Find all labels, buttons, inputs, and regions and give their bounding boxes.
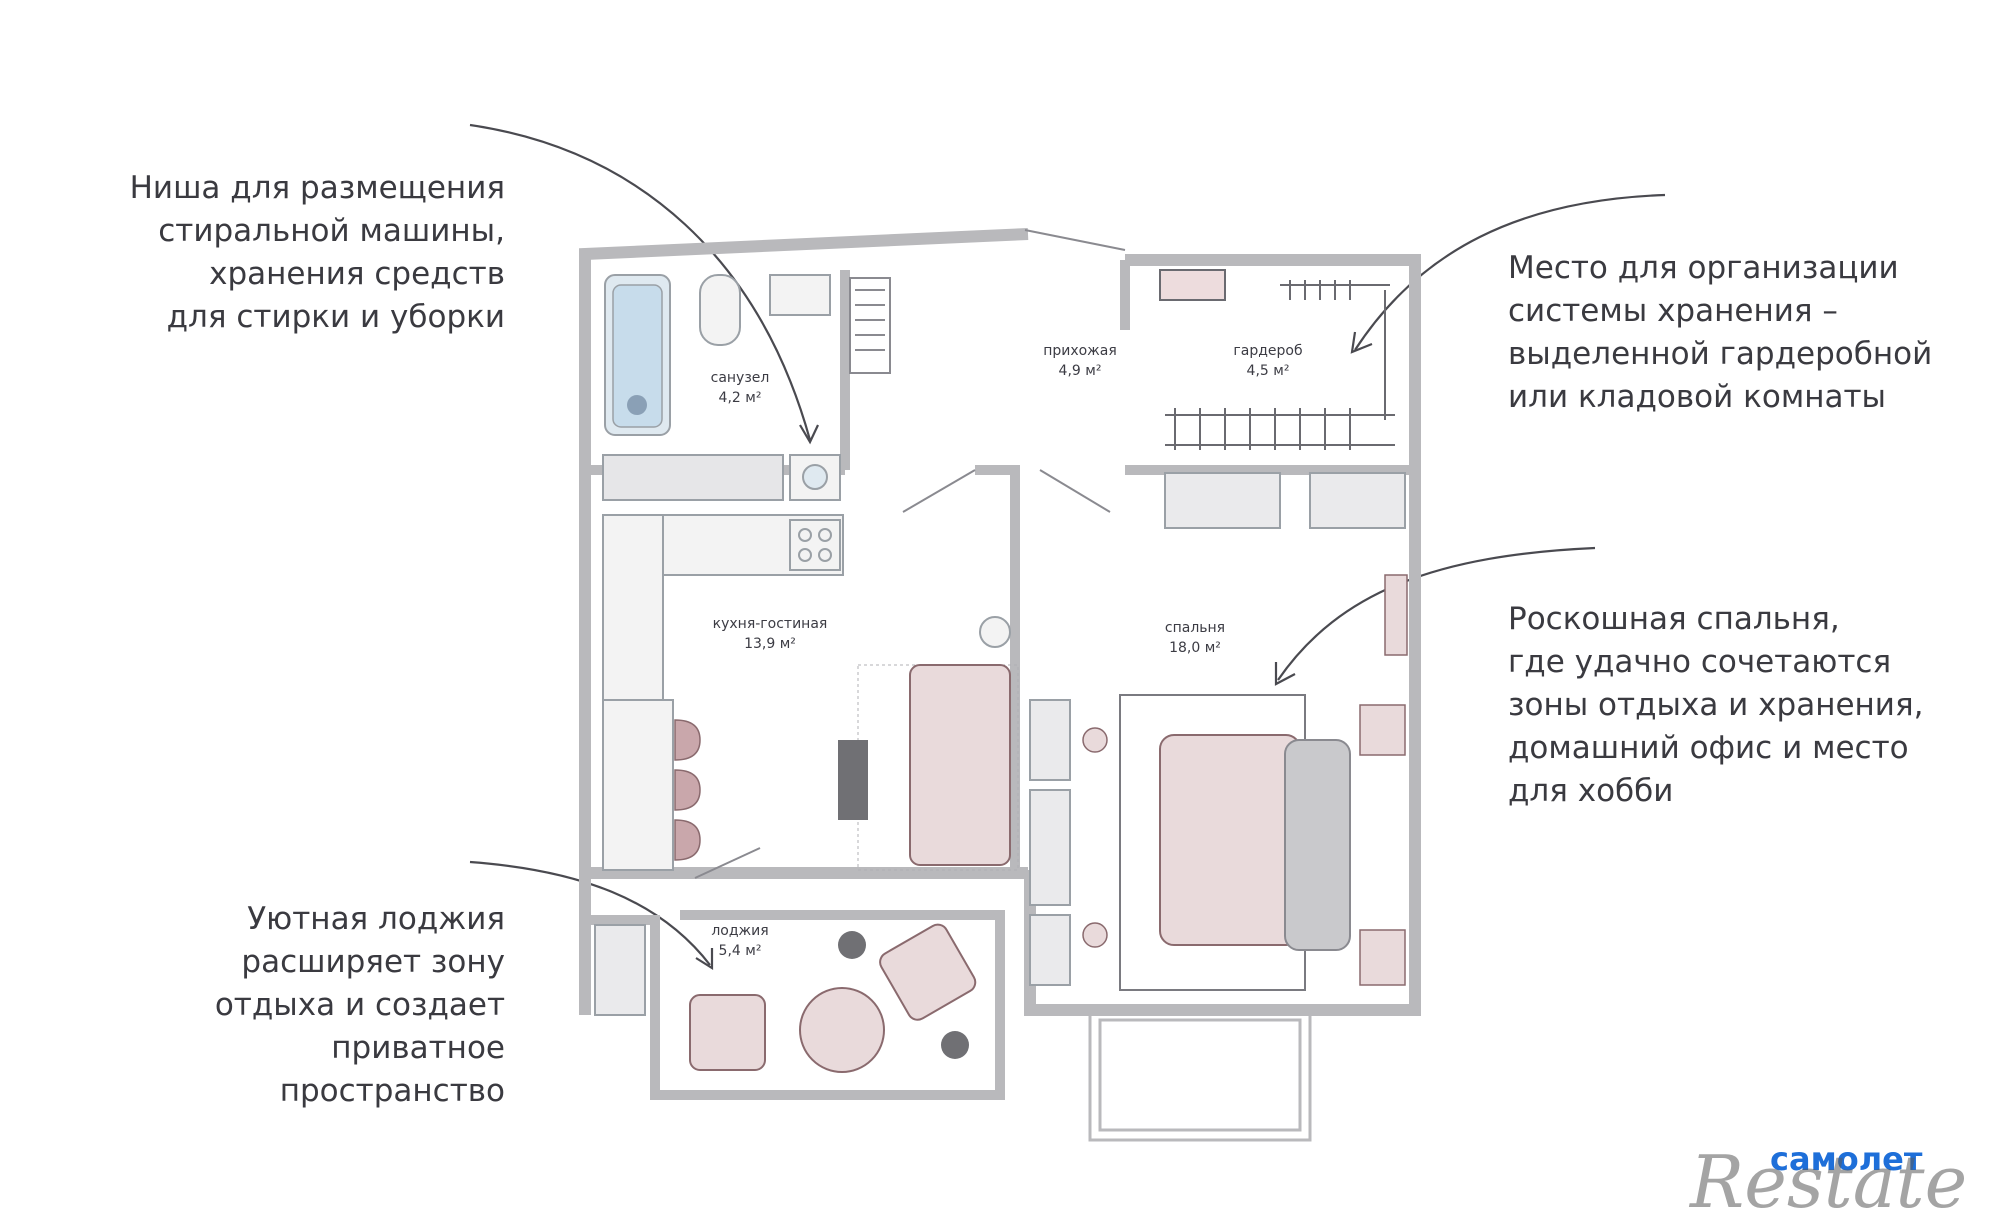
callout-storage-line: или кладовой комнаты <box>1508 379 1887 415</box>
brand-logo: самолет <box>1770 1140 1922 1178</box>
callout-storage-line: выделенной гардеробной <box>1508 336 1933 372</box>
arrow-storage-head <box>1350 331 1373 354</box>
dining-chairs <box>674 719 701 861</box>
bedroom-closet <box>1164 472 1406 529</box>
callout-bedroom-line: зоны отдыха и хранения, <box>1508 687 1924 723</box>
loggia <box>585 910 1005 1100</box>
bedroom-furniture <box>1029 574 1408 991</box>
room-labels: санузел 4,2 м² прихожая 4,9 м² гардероб … <box>711 343 1303 959</box>
room-area-loggia: 5,4 м² <box>719 943 762 959</box>
callout-niche-line: хранения средств <box>209 256 505 292</box>
room-area-wardrobe: 4,5 м² <box>1247 363 1290 379</box>
living-furniture <box>838 616 1019 871</box>
room-area-bedroom: 18,0 м² <box>1169 640 1221 656</box>
arrow-bedroom <box>1277 546 1596 681</box>
room-name-bedroom: спальня <box>1165 620 1225 636</box>
hall-shoe-rack <box>849 277 891 374</box>
callout-loggia-line: приватное <box>331 1030 505 1066</box>
callout-loggia-line: отдыха и создает <box>214 987 505 1023</box>
room-name-hall: прихожая <box>1043 343 1117 359</box>
watermark-text: Restate <box>1690 1140 1968 1224</box>
bathroom-fixtures <box>602 274 841 501</box>
room-area-bathroom: 4,2 м² <box>719 390 762 406</box>
callout-arrows <box>469 123 1666 970</box>
watermark: Restate <box>1690 1140 1967 1224</box>
room-name-kitchen: кухня-гостиная <box>713 616 828 632</box>
wardrobe-racks <box>1159 269 1395 450</box>
callout-bedroom-line: Роскошная спальня, <box>1508 601 1840 637</box>
arrow-niche-head <box>799 424 819 445</box>
callout-bedroom-line: где удачно сочетаются <box>1508 644 1892 680</box>
callout-niche-line: стиральной машины, <box>158 213 505 249</box>
callout-loggia-line: пространство <box>279 1073 505 1109</box>
callout-bedroom: Роскошная спальня, где удачно сочетаются… <box>1508 598 1988 813</box>
arrow-niche <box>469 123 812 441</box>
callout-bedroom-line: домашний офис и место <box>1508 730 1909 766</box>
arrow-storage <box>1354 193 1666 351</box>
kitchen-fixtures <box>602 514 844 871</box>
callout-storage: Место для организации системы хранения –… <box>1508 247 1988 419</box>
arrow-bedroom-head <box>1274 662 1296 686</box>
callout-loggia: Уютная лоджия расширяет зону отдыха и со… <box>180 898 505 1113</box>
callout-niche-line: для стирки и уборки <box>166 299 505 335</box>
arrow-loggia-head <box>695 948 714 970</box>
arrow-loggia <box>469 860 711 966</box>
room-name-loggia: лоджия <box>711 923 768 939</box>
room-area-hall: 4,9 м² <box>1059 363 1102 379</box>
room-name-wardrobe: гардероб <box>1233 343 1302 359</box>
callout-storage-line: Место для организации <box>1508 250 1899 286</box>
callout-bedroom-line: для хобби <box>1508 773 1674 809</box>
brand-line1: самолет <box>1770 1140 1923 1178</box>
callout-loggia-line: Уютная лоджия <box>247 901 505 937</box>
room-name-bathroom: санузел <box>711 370 770 386</box>
callout-loggia-line: расширяет зону <box>241 944 505 980</box>
callout-storage-line: системы хранения – <box>1508 293 1838 329</box>
callout-niche: Ниша для размещения стиральной машины, х… <box>95 167 505 339</box>
callout-niche-line: Ниша для размещения <box>129 170 505 206</box>
door-swings <box>694 229 1126 879</box>
room-area-kitchen: 13,9 м² <box>744 636 796 652</box>
balcony-frame <box>1088 1008 1312 1142</box>
